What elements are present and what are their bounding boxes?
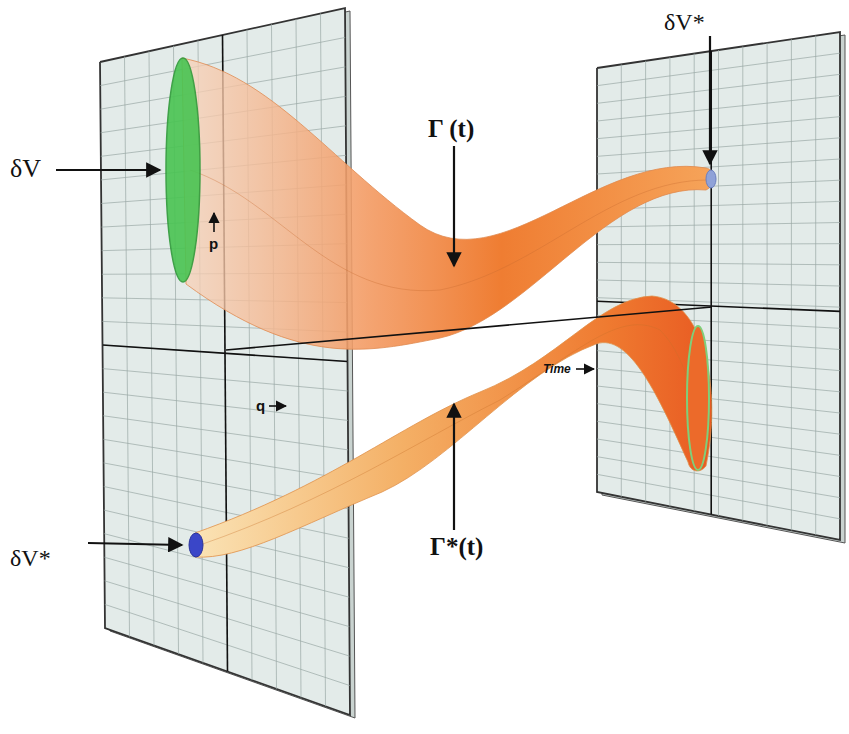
axis-label: Time (543, 363, 571, 375)
leader-line (709, 36, 711, 164)
plane-axis (103, 345, 348, 362)
trajectory-tubes (166, 58, 716, 557)
grid-line (597, 404, 840, 435)
large-volume (687, 326, 709, 470)
axis-label: q (256, 398, 265, 413)
volume-label: δV (10, 156, 41, 182)
large-volume (166, 58, 200, 282)
grid-line (597, 421, 840, 455)
grid-line (597, 96, 840, 122)
volume-label: δV* (664, 10, 705, 34)
small-volume (706, 170, 716, 188)
leader-line (56, 169, 160, 171)
grid-line (597, 244, 840, 245)
plane-face (597, 32, 840, 540)
grid-line (597, 159, 840, 174)
volume-label: δV* (10, 546, 51, 570)
time-axis (226, 307, 712, 350)
grid-line (597, 280, 840, 286)
axis-arrow (576, 368, 594, 370)
grid-line (597, 386, 840, 413)
leader-line (453, 404, 455, 530)
grid-line (597, 262, 840, 265)
phase-plane (597, 32, 845, 543)
small-volume (189, 533, 203, 557)
grid-line (597, 368, 840, 392)
leader-line (88, 543, 182, 545)
grid-line (597, 138, 840, 157)
grid-line (597, 457, 840, 498)
trajectory-label: Γ*(t) (430, 534, 483, 559)
leader-line (453, 146, 455, 266)
grid-line (597, 53, 840, 86)
grid-line (597, 223, 840, 228)
axis-label: p (209, 236, 218, 251)
axis-arrow (269, 405, 286, 407)
trajectory-label: Γ (t) (428, 116, 474, 141)
reverse-tube (195, 296, 712, 557)
grid-line (597, 439, 840, 477)
grid-line (597, 474, 840, 519)
axis-arrow (213, 213, 215, 232)
grid-line (597, 117, 840, 139)
